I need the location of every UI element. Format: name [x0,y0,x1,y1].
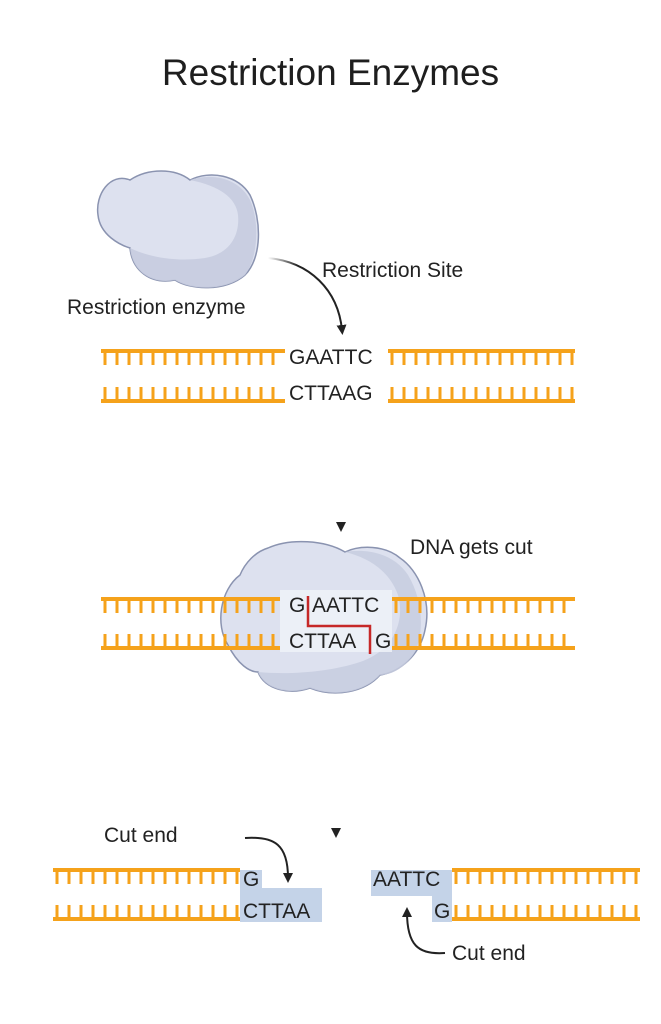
cut-end-arrow-icon [244,836,293,883]
dna-gets-cut-label: DNA gets cut [410,536,533,559]
restriction-site-label: Restriction Site [322,259,464,282]
curved-arrow-icon [267,257,347,335]
left-fragment-bottom-sequence: CTTAA [243,900,310,923]
restriction-enzyme-label: Restriction enzyme [67,296,246,319]
left-fragment-top-sequence: G [243,868,259,891]
right-fragment-bottom-sequence: G [434,900,450,923]
left-fragment-dna [53,868,240,921]
intact-top-sequence: GAATTC [289,346,373,369]
diagram-title: Restriction Enzymes [161,52,500,93]
cut-top-left-sequence: G [289,594,305,617]
dna-being-cut [101,597,575,650]
cut-end-arrow-icon [402,907,446,955]
restriction-enzyme-icon [96,170,260,289]
intact-dna [101,349,575,403]
cut-bottom-right-sequence: G [375,630,391,653]
cut-end-left-label: Cut end [104,824,178,847]
right-fragment-dna [452,868,640,921]
cut-top-right-sequence: AATTC [312,594,379,617]
intact-bottom-sequence: CTTAAG [289,382,373,405]
cut-line-icon [306,596,372,654]
cut-bottom-left-sequence: CTTAA [289,630,356,653]
right-fragment-top-sequence: AATTC [373,868,440,891]
cut-end-right-label: Cut end [452,942,526,965]
